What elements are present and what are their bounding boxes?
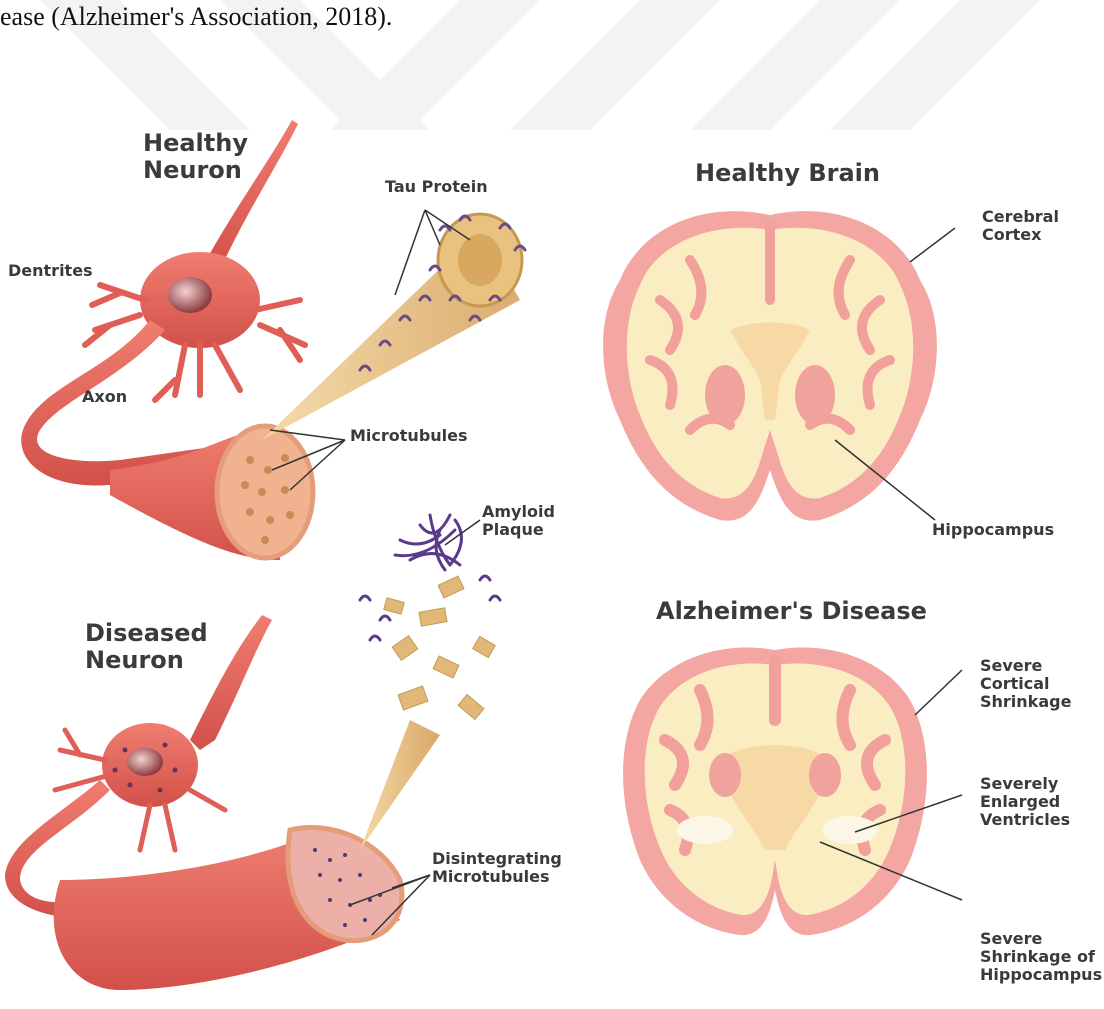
diseased-neuron-title: Diseased Neuron	[85, 620, 208, 674]
alzheimers-disease-title: Alzheimer's Disease	[656, 598, 927, 625]
ssh-line2: Shrinkage of	[980, 948, 1102, 966]
scs-line3: Shrinkage	[980, 693, 1071, 711]
amyloid-plaque-line1: Amyloid	[482, 503, 555, 521]
disintegrating-line1: Disintegrating	[432, 850, 562, 868]
healthy-neuron-title-line1: Healthy	[143, 130, 248, 157]
disintegrating-line2: Microtubules	[432, 868, 562, 886]
diseased-neuron-title-line1: Diseased	[85, 620, 208, 647]
diseased-neuron-title-line2: Neuron	[85, 647, 208, 674]
disintegrating-microtubules-label: Disintegrating Microtubules	[432, 850, 562, 886]
amyloid-plaque-line2: Plaque	[482, 521, 555, 539]
hippocampus-label: Hippocampus	[932, 521, 1054, 539]
cerebral-cortex-label: Cerebral Cortex	[982, 208, 1059, 244]
dentrites-label: Dentrites	[8, 262, 93, 280]
cerebral-cortex-line2: Cortex	[982, 226, 1059, 244]
severe-cortical-shrinkage-label: Severe Cortical Shrinkage	[980, 657, 1071, 711]
sev-line2: Enlarged	[980, 793, 1070, 811]
scs-line1: Severe	[980, 657, 1071, 675]
sev-line3: Ventricles	[980, 811, 1070, 829]
alzheimers-brain	[623, 647, 962, 935]
cerebral-cortex-line1: Cerebral	[982, 208, 1059, 226]
ssh-line3: Hippocampus	[980, 966, 1102, 984]
scs-line2: Cortical	[980, 675, 1071, 693]
amyloid-plaque-label: Amyloid Plaque	[482, 503, 555, 539]
diseased-neuron	[5, 515, 500, 990]
severely-enlarged-ventricles-label: Severely Enlarged Ventricles	[980, 775, 1070, 829]
severe-shrinkage-hippocampus-label: Severe Shrinkage of Hippocampus	[980, 930, 1102, 984]
microtubules-label: Microtubules	[350, 427, 468, 445]
axon-label: Axon	[82, 388, 127, 406]
healthy-neuron-title-line2: Neuron	[143, 157, 248, 184]
healthy-brain-title: Healthy Brain	[695, 160, 880, 187]
healthy-neuron-title: Healthy Neuron	[143, 130, 248, 184]
tau-protein-label: Tau Protein	[385, 178, 488, 196]
ssh-line1: Severe	[980, 930, 1102, 948]
healthy-brain	[603, 211, 955, 521]
sev-line1: Severely	[980, 775, 1070, 793]
